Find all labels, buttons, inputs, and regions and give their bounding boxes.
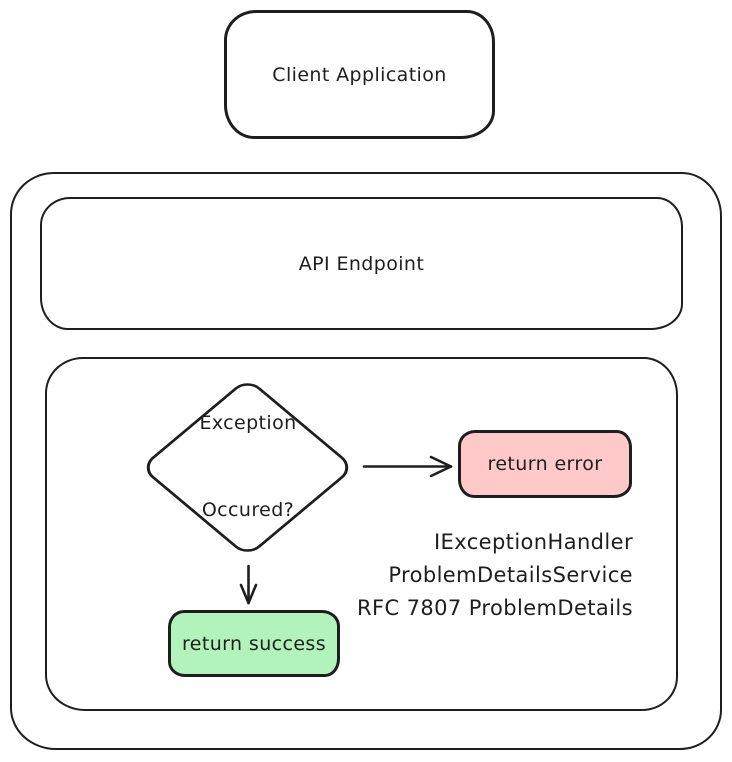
decision-line-2: Occured? <box>201 499 295 521</box>
node-client-application-label: Client Application <box>272 63 447 86</box>
decision-diamond-label: Exception Occured? <box>150 412 346 521</box>
annotation-line: RFC 7807 ProblemDetails <box>357 596 633 620</box>
annotation-text: IExceptionHandler ProblemDetailsService … <box>357 526 633 625</box>
node-return-error-label: return error <box>487 453 603 475</box>
node-api-endpoint: API Endpoint <box>40 197 683 330</box>
decision-line-1: Exception <box>199 412 297 434</box>
node-return-success: return success <box>168 610 340 677</box>
node-client-application: Client Application <box>224 10 495 139</box>
node-api-endpoint-label: API Endpoint <box>298 252 425 275</box>
annotation-line: IExceptionHandler <box>433 530 633 554</box>
node-return-error: return error <box>458 430 632 498</box>
annotation-line: ProblemDetailsService <box>388 563 633 587</box>
node-return-success-label: return success <box>181 632 327 655</box>
container-exception-handling <box>45 357 678 711</box>
